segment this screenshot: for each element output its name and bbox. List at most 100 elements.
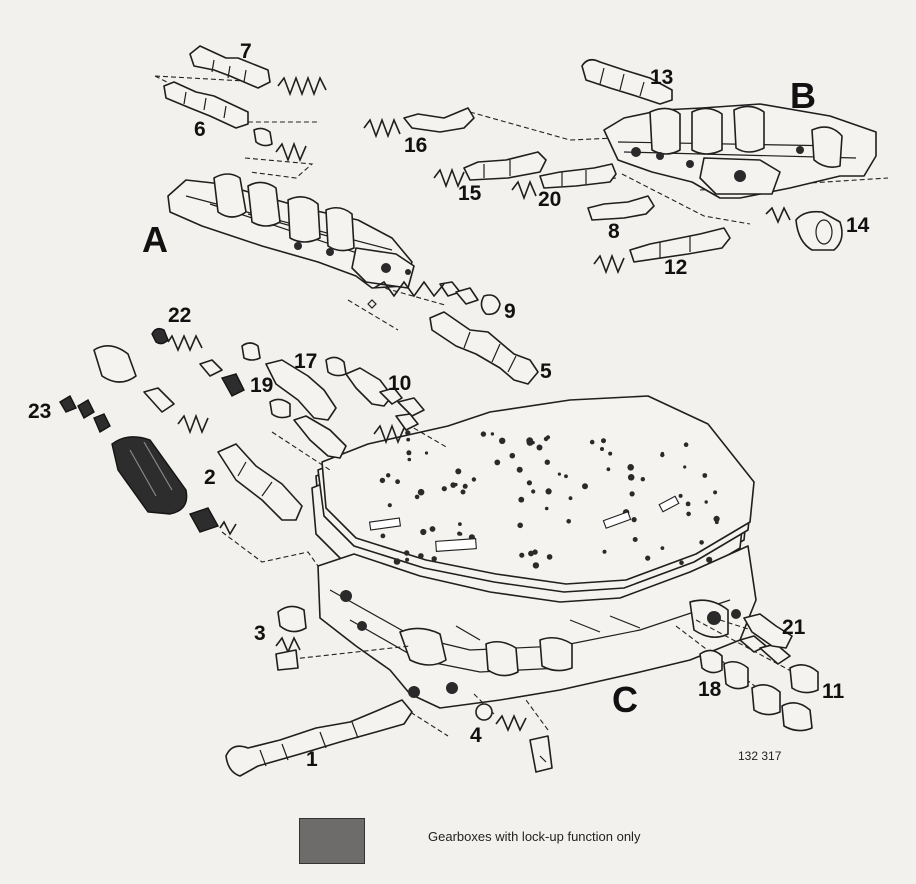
plate-hole xyxy=(660,546,665,550)
plate-hole xyxy=(645,555,651,561)
part-16-valve xyxy=(363,107,475,139)
callout-22: 22 xyxy=(168,304,191,327)
plate-hole xyxy=(386,473,391,478)
plate-hole xyxy=(704,500,708,504)
callout-9: 9 xyxy=(504,300,516,323)
plate-hole xyxy=(407,457,412,462)
part-2-valve xyxy=(93,345,303,521)
part-11-valve xyxy=(739,635,819,694)
part-22-plunger xyxy=(151,327,245,397)
callout-8: 8 xyxy=(608,220,620,243)
plate-hole xyxy=(431,556,437,562)
legend-swatch xyxy=(299,818,365,864)
callout-15: 15 xyxy=(458,182,482,205)
plate-hole xyxy=(499,437,506,444)
plate-hole xyxy=(568,496,573,501)
plate-hole xyxy=(631,517,637,523)
plate-hole xyxy=(536,444,543,451)
plate-hole xyxy=(526,437,534,444)
plate-hole xyxy=(454,482,458,487)
part-1-valve xyxy=(225,699,413,777)
plate-hole xyxy=(480,431,487,437)
plate-hole xyxy=(706,556,713,563)
part-18-valve xyxy=(699,649,813,732)
plate-hole xyxy=(380,533,386,539)
plate-hole xyxy=(526,480,533,486)
plate-hole xyxy=(600,447,604,451)
part-15-valve xyxy=(433,151,547,189)
plate-hole xyxy=(509,452,516,459)
plate-hole xyxy=(414,494,420,500)
lock-up-solenoid-valve xyxy=(111,436,237,536)
plate-hole xyxy=(546,554,553,560)
plate-hole xyxy=(629,491,635,497)
part-4-check-ball xyxy=(475,703,553,773)
plate-hole xyxy=(418,553,424,559)
part-23-plunger xyxy=(59,395,111,434)
plate-hole xyxy=(699,540,704,545)
plate-hole xyxy=(395,479,400,485)
plate-hole xyxy=(405,430,411,436)
callout-23: 23 xyxy=(28,400,51,423)
plate-hole xyxy=(566,519,571,524)
section-label-a: A xyxy=(142,219,168,260)
callout-10: 10 xyxy=(388,372,411,395)
part-14-plug xyxy=(765,206,843,251)
part-21-valve xyxy=(743,613,793,649)
plate-hole xyxy=(441,486,447,492)
plate-hole xyxy=(494,459,501,466)
plate-hole xyxy=(429,526,436,532)
plate-hole xyxy=(640,477,645,482)
plate-hole xyxy=(457,531,462,536)
plate-hole xyxy=(544,506,549,511)
part-6-spool xyxy=(163,81,307,163)
plate-hole xyxy=(608,451,613,456)
part-3-plug xyxy=(275,605,307,671)
valve-body-a xyxy=(154,75,446,331)
plate-hole xyxy=(602,549,607,554)
plate-hole xyxy=(516,466,523,473)
part-7-spool xyxy=(189,45,271,89)
plate-hole xyxy=(713,515,720,523)
callout-3: 3 xyxy=(254,622,266,645)
plate-hole xyxy=(517,522,523,529)
plate-hole xyxy=(393,558,401,565)
plate-hole xyxy=(462,483,468,489)
callout-14: 14 xyxy=(846,214,870,237)
plate-hole xyxy=(686,511,691,517)
part-5-valve xyxy=(367,280,539,385)
plate-hole xyxy=(490,432,495,436)
callout-19: 19 xyxy=(250,374,273,397)
plate-hole xyxy=(518,496,525,503)
plate-hole xyxy=(387,503,392,508)
legend-text: Gearboxes with lock-up function only xyxy=(428,829,641,844)
callout-6: 6 xyxy=(194,118,206,141)
plate-hole xyxy=(678,493,683,498)
plate-hole xyxy=(420,528,427,536)
plate-hole xyxy=(406,437,411,442)
part-17-valve xyxy=(325,356,393,407)
part-20-valve xyxy=(511,163,617,201)
plate-hole xyxy=(564,474,568,479)
plate-hole xyxy=(683,442,689,448)
callout-5: 5 xyxy=(540,360,552,383)
part-12-valve xyxy=(593,227,731,275)
plate-hole xyxy=(519,552,525,558)
plate-hole xyxy=(545,488,552,495)
plate-hole xyxy=(714,520,719,525)
callout-7: 7 xyxy=(240,40,252,63)
part-10-valve xyxy=(373,387,425,445)
plate-hole xyxy=(458,522,462,526)
callout-12: 12 xyxy=(664,256,687,279)
valve-body-b xyxy=(469,103,889,225)
plate-hole xyxy=(685,501,691,507)
plate-hole xyxy=(406,450,412,456)
valve-body-c xyxy=(311,395,757,709)
part-7-spring xyxy=(277,75,327,97)
callout-18: 18 xyxy=(698,678,722,701)
callout-13: 13 xyxy=(650,66,673,89)
plate-hole xyxy=(379,477,386,484)
part-8-plug xyxy=(587,195,655,221)
plate-hole xyxy=(660,452,665,458)
plate-hole xyxy=(679,560,684,565)
